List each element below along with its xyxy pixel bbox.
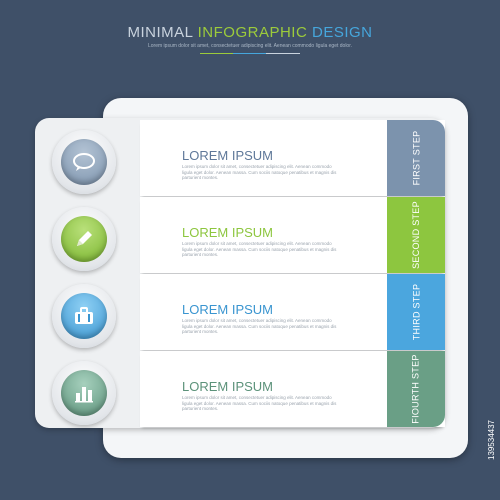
step-4-icon-button bbox=[52, 361, 116, 425]
briefcase-icon bbox=[61, 293, 107, 339]
step-4-title: LOREM IPSUM bbox=[182, 379, 274, 394]
step-3-tab: THIRD STEP bbox=[387, 274, 445, 350]
step-3-icon-button bbox=[52, 284, 116, 348]
icon-column bbox=[35, 118, 140, 428]
step-row-3: LOREM IPSUM Lorem ipsum dolor sit amet, … bbox=[140, 274, 445, 350]
title-minimal: MINIMAL bbox=[127, 24, 193, 41]
step-row-2: LOREM IPSUM Lorem ipsum dolor sit amet, … bbox=[140, 197, 445, 273]
step-1-tab-label: FIRST STEP bbox=[411, 130, 421, 186]
step-3-title: LOREM IPSUM bbox=[182, 302, 274, 317]
step-2-icon-button bbox=[52, 207, 116, 271]
step-4-tab-label: FIOURTH STEP bbox=[411, 354, 422, 424]
step-2-text: Lorem ipsum dolor sit amet, consectetuer… bbox=[182, 241, 337, 257]
pencil-icon bbox=[61, 216, 107, 262]
step-2-tab-label: SECOND STEP bbox=[411, 201, 421, 269]
title-infographic: INFOGRAPHIC bbox=[197, 24, 308, 41]
step-1-icon-button bbox=[52, 130, 116, 194]
infographic-title: MINIMAL INFOGRAPHIC DESIGN bbox=[0, 24, 500, 41]
step-1-text: Lorem ipsum dolor sit amet, consectetuer… bbox=[182, 164, 337, 180]
step-1-tab: FIRST STEP bbox=[387, 120, 445, 196]
step-4-tab: FIOURTH STEP bbox=[387, 351, 445, 427]
bar-chart-icon bbox=[61, 370, 107, 416]
title-design: DESIGN bbox=[311, 24, 373, 41]
step-1-title: LOREM IPSUM bbox=[182, 148, 274, 163]
step-row-4: LOREM IPSUM Lorem ipsum dolor sit amet, … bbox=[140, 351, 445, 427]
step-3-tab-label: THIRD STEP bbox=[410, 283, 421, 341]
stock-id-watermark: 139534437 bbox=[487, 419, 496, 460]
step-row-1: LOREM IPSUM Lorem ipsum dolor sit amet, … bbox=[140, 120, 445, 196]
step-3-text: Lorem ipsum dolor sit amet, consectetuer… bbox=[182, 318, 337, 334]
step-2-tab: SECOND STEP bbox=[387, 197, 445, 273]
title-underline bbox=[200, 53, 300, 54]
speech-bubble-icon bbox=[61, 139, 107, 185]
step-2-title: LOREM IPSUM bbox=[182, 225, 274, 240]
step-4-text: Lorem ipsum dolor sit amet, consectetuer… bbox=[182, 395, 337, 411]
infographic-subtitle: Lorem ipsum dolor sit amet, consectetuer… bbox=[147, 43, 352, 49]
